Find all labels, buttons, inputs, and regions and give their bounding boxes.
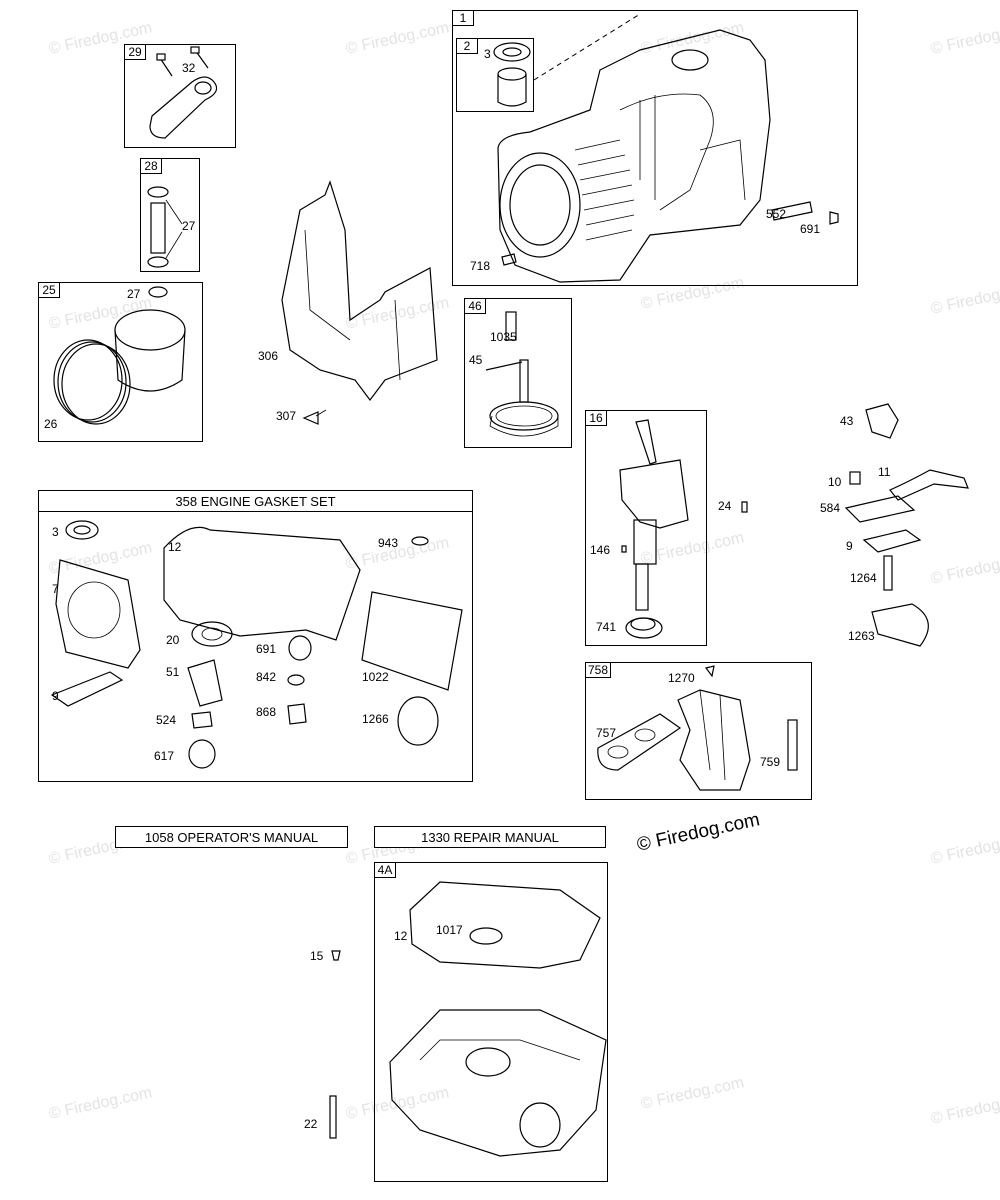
frame-camshaft xyxy=(464,298,572,448)
part-label: 45 xyxy=(469,353,483,367)
part-label: 11 xyxy=(878,465,891,479)
leader-dash xyxy=(533,13,641,81)
operators-manual-title: 1058 OPERATOR'S MANUAL xyxy=(115,826,348,848)
sump-drawing xyxy=(329,881,607,1157)
frame-piston xyxy=(38,282,203,442)
part-label: 1017 xyxy=(436,923,463,937)
box-number-1: 1 xyxy=(452,10,474,26)
box-number-2: 2 xyxy=(456,38,478,54)
part-label: 12 xyxy=(168,540,182,554)
dowel-pins-drawing xyxy=(501,201,839,266)
box-number-29: 29 xyxy=(124,44,146,60)
part-label: 759 xyxy=(760,755,781,769)
part-label: 1270 xyxy=(668,671,695,685)
part-label: 1264 xyxy=(850,571,877,585)
part-label: 9 xyxy=(846,539,853,553)
part-label: 307 xyxy=(276,409,297,423)
part-label: 51 xyxy=(166,665,180,679)
part-label: 552 xyxy=(766,207,787,221)
part-label: 691 xyxy=(256,642,277,656)
frame-crankshaft xyxy=(585,410,707,646)
part-label: 12 xyxy=(394,929,408,943)
piston-pin-drawing xyxy=(147,186,183,268)
part-label: 146 xyxy=(590,543,611,557)
part-label: 584 xyxy=(820,501,841,515)
part-label: 43 xyxy=(840,414,854,428)
part-label: 306 xyxy=(258,349,279,363)
part-label: 741 xyxy=(596,620,617,634)
part-label: 27 xyxy=(127,287,141,301)
part-label: 24 xyxy=(718,499,732,513)
repair-manual-title: 1330 REPAIR MANUAL xyxy=(374,826,606,848)
part-label: 1022 xyxy=(362,670,389,684)
part-label: 3 xyxy=(52,525,59,539)
box-number-46: 46 xyxy=(464,298,486,314)
connecting-rod-drawing xyxy=(149,46,218,139)
part-label: 1266 xyxy=(362,712,389,726)
part-label: 26 xyxy=(44,417,58,431)
bearing-drawing xyxy=(493,42,531,107)
box-number-16: 16 xyxy=(585,410,607,426)
part-label: 524 xyxy=(156,713,177,727)
piston-drawing xyxy=(53,286,186,425)
throttle-parts-drawing xyxy=(844,403,969,647)
part-label: 3 xyxy=(484,47,491,61)
part-label: 1263 xyxy=(848,629,875,643)
part-label: 7 xyxy=(52,582,59,596)
part-label: 842 xyxy=(256,670,277,684)
gasket-set-title: 358 ENGINE GASKET SET xyxy=(38,490,473,512)
part-label: 691 xyxy=(800,222,821,236)
part-label: 22 xyxy=(304,1117,318,1131)
part-label: 9 xyxy=(52,689,59,703)
box-number-25: 25 xyxy=(38,282,60,298)
box-number-4a: 4A xyxy=(374,862,396,878)
box-number-28: 28 xyxy=(140,158,162,174)
part-label: 10 xyxy=(828,475,842,489)
frame-cylinder xyxy=(452,10,858,286)
frame-connecting-rod xyxy=(124,44,236,148)
gasket-set-drawing xyxy=(50,520,463,769)
box-number-758: 758 xyxy=(585,662,612,678)
frame-sump xyxy=(374,862,608,1182)
frame-piston-pin xyxy=(140,158,200,272)
part-label: 1035 xyxy=(490,330,517,344)
blower-housing-drawing xyxy=(281,180,438,425)
camshaft-drawing xyxy=(485,311,559,437)
frame-box-2 xyxy=(456,38,534,112)
part-label: 718 xyxy=(470,259,491,273)
part-label: 15 xyxy=(310,949,324,963)
part-label: 943 xyxy=(378,536,399,550)
engine-block-drawing xyxy=(497,29,771,283)
part-label: 20 xyxy=(166,633,180,647)
frame-governor xyxy=(585,662,812,800)
crankshaft-drawing xyxy=(619,419,748,639)
part-label: 868 xyxy=(256,705,277,719)
part-label: 617 xyxy=(154,749,175,763)
part-label: 32 xyxy=(182,61,196,75)
part-label: 27 xyxy=(182,219,196,233)
part-label: 757 xyxy=(596,726,617,740)
governor-drawing xyxy=(597,665,798,791)
